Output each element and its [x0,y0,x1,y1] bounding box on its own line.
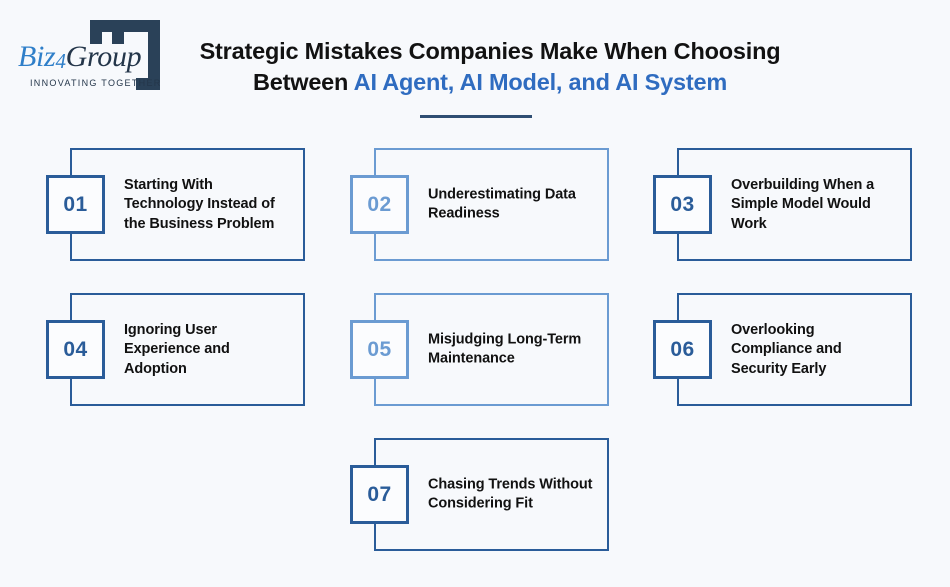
card-text-07: Chasing Trends Without Considering Fit [428,476,593,512]
logo-four-text: 4 [55,49,66,73]
mistake-card-03[interactable]: 03 Overbuilding When a Simple Model Woul… [653,148,912,261]
mistake-card-06[interactable]: 06 Overlooking Compliance and Security E… [653,293,912,406]
mistake-card-01[interactable]: 01 Starting With Technology Instead of t… [46,148,305,261]
card-text-05: Misjudging Long-Term Maintenance [428,331,582,367]
biz4group-logo[interactable]: Biz4Group INNOVATING TOGETHER [18,20,168,92]
title-line-1: Strategic Mistakes Companies Make When C… [199,38,781,64]
card-number-05: 05 [350,320,409,379]
page-title: Strategic Mistakes Companies Make When C… [180,36,800,98]
title-prefix: Between [252,69,354,95]
card-number-02: 02 [350,175,409,234]
card-number-01: 01 [46,175,105,234]
logo-biz-text: Biz [18,40,56,73]
card-number-07: 07 [350,465,409,524]
logo-group-text: Group [65,40,142,73]
card-text-01: Starting With Technology Instead of the … [124,176,275,232]
card-number-03: 03 [653,175,712,234]
title-accent: AI Agent, AI Model, and AI System [353,69,728,95]
mistake-card-07[interactable]: 07 Chasing Trends Without Considering Fi… [350,438,609,551]
card-number-04: 04 [46,320,105,379]
card-text-03: Overbuilding When a Simple Model Would W… [731,176,875,232]
logo-wordmark: Biz4Group [18,40,158,74]
card-text-04: Ignoring User Experience and Adoption [124,321,230,377]
mistake-card-04[interactable]: 04 Ignoring User Experience and Adoption [46,293,305,406]
logo-bracket-icon [90,20,160,90]
card-number-06: 06 [653,320,712,379]
title-divider [420,115,532,118]
mistake-card-02[interactable]: 02 Underestimating Data Readiness [350,148,609,261]
header: Biz4Group INNOVATING TOGETHER Strategic … [0,0,950,132]
logo-tagline: INNOVATING TOGETHER [30,78,162,88]
mistake-card-05[interactable]: 05 Misjudging Long-Term Maintenance [350,293,609,406]
card-text-06: Overlooking Compliance and Security Earl… [731,321,842,377]
card-text-02: Underestimating Data Readiness [428,186,576,222]
title-line-2: Between AI Agent, AI Model, and AI Syste… [180,67,800,98]
